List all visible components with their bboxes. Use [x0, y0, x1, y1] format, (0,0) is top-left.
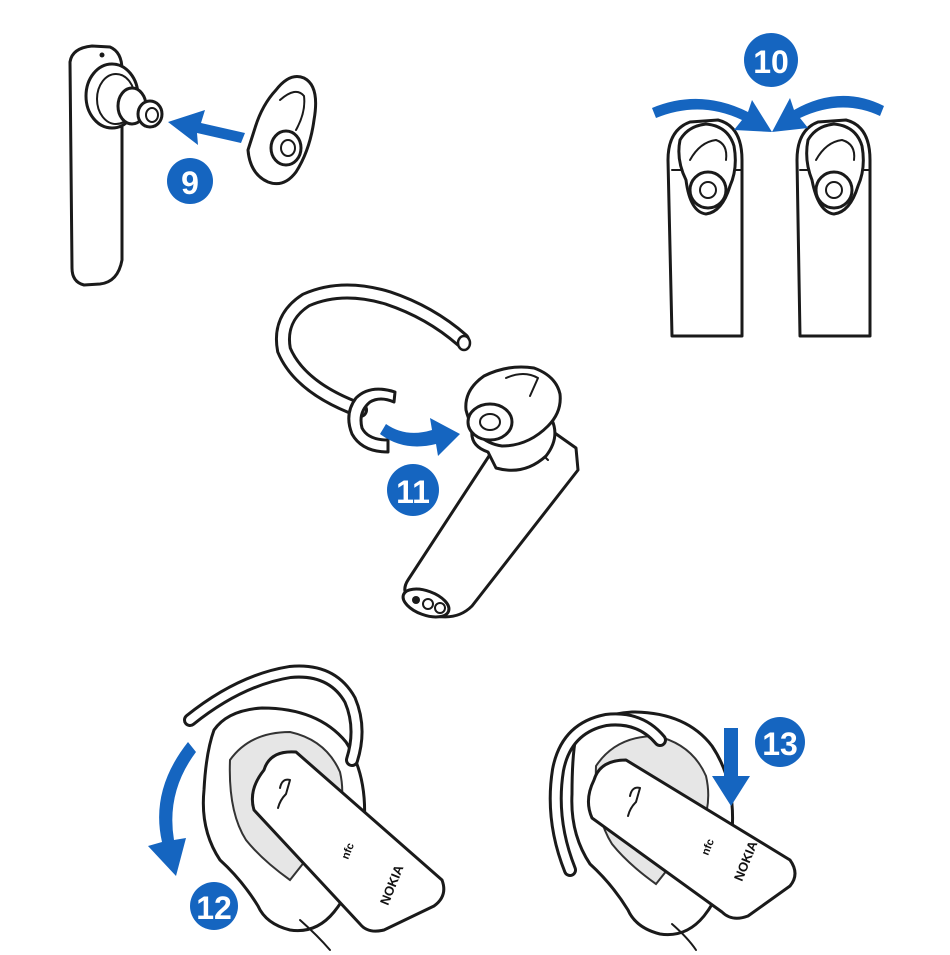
arrow-rotate-down — [148, 742, 196, 876]
headset-left — [668, 120, 742, 336]
arrow-attach-hook — [380, 418, 460, 456]
step-11-illustration: 11 — [283, 291, 578, 622]
step-badge-11: 11 — [387, 464, 439, 516]
hook-clip — [349, 389, 395, 452]
speaker-ring — [86, 64, 162, 128]
step-badge-12: 12 — [190, 882, 238, 930]
step-9-illustration: 9 — [70, 46, 316, 285]
arrow-attach-gel — [168, 110, 245, 145]
headset-right — [797, 120, 870, 336]
step-number-11: 11 — [396, 474, 430, 510]
step-12-illustration: nfc NOKIA 12 — [148, 672, 444, 950]
step-number-10: 10 — [753, 44, 789, 80]
step-badge-10: 10 — [744, 33, 798, 87]
step-number-12: 12 — [196, 890, 232, 926]
step-13-illustration: nfc NOKIA 13 — [556, 712, 805, 950]
step-10-illustration: 10 — [652, 33, 884, 336]
step-badge-13: 13 — [755, 717, 805, 767]
ear-gel — [248, 77, 316, 184]
step-number-13: 13 — [762, 726, 798, 762]
step-number-9: 9 — [181, 165, 199, 201]
step-badge-9: 9 — [167, 158, 213, 204]
